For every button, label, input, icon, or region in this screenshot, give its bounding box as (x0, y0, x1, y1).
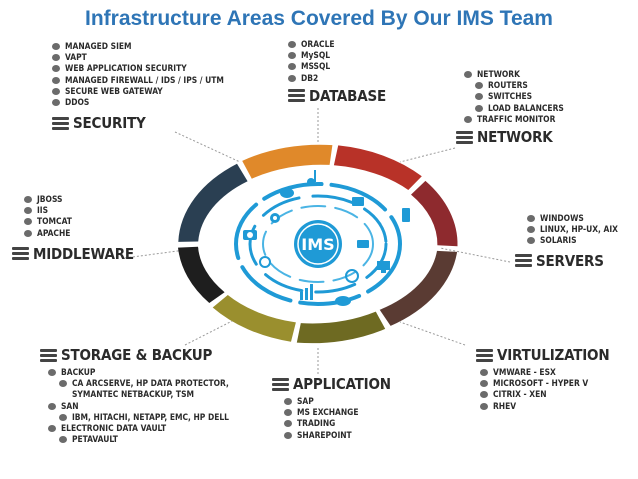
server-stack-icon (12, 247, 29, 261)
list-item: IIS (24, 205, 134, 216)
list-item: RHEV (480, 401, 609, 412)
segment-servers (411, 180, 458, 247)
mail-icon (352, 197, 364, 206)
list-item: NETWORK (464, 69, 564, 80)
segment-middleware (178, 246, 225, 303)
list-item: ELECTRONIC DATA VAULT (48, 423, 229, 434)
list-item: MANAGED SIEM (52, 41, 224, 52)
list-item: MS EXCHANGE (284, 407, 391, 418)
server-stack-icon (515, 254, 532, 268)
list-item: MICROSOFT - HYPER V (480, 378, 609, 389)
storage-block: STORAGE & BACKUP BACKUP CA ARCSERVE, HP … (40, 346, 229, 445)
server-stack-icon (272, 377, 289, 391)
list-item: SOLARIS (527, 235, 618, 246)
list-item: SWITCHES (464, 91, 564, 102)
list-item: JBOSS (24, 194, 134, 205)
list-item: BACKUP (48, 367, 229, 378)
list-item: DDoS (52, 97, 224, 108)
camera-icon (243, 230, 257, 240)
list-item: SHAREPOINT (284, 430, 391, 441)
list-item: WEB APPLICATION SECURITY (52, 63, 224, 74)
server-stack-icon (40, 348, 57, 362)
swirl-ring (234, 182, 402, 306)
list-item: CA ARCSERVE, HP DATA PROTECTOR, (48, 378, 229, 389)
list-item: IBM, HITACHI, NETAPP, EMC, HP DELL (48, 412, 229, 423)
list-item: SECURE WEB GATEWAY (52, 86, 224, 97)
chart-icon (300, 284, 313, 300)
floating-icons (243, 170, 410, 306)
servers-list: WINDOWS LINUX, HP-UX, AIX SOLARIS (527, 213, 618, 247)
music-icon (307, 170, 316, 186)
database-block: ORACLE MySQL MSSQL DB2 DATABASE (288, 39, 386, 105)
phone-icon (402, 208, 410, 222)
server-stack-icon (52, 116, 69, 130)
list-item: APACHE (24, 228, 134, 239)
monitor-icon (377, 261, 390, 273)
list-item: MySQL (288, 50, 386, 61)
gear-icon (270, 213, 280, 223)
application-heading: APPLICATION (272, 375, 391, 393)
database-list: ORACLE MySQL MSSQL DB2 (288, 39, 386, 84)
virtualization-heading: VIRTULIZATION (476, 346, 610, 364)
storage-heading: STORAGE & BACKUP (40, 346, 229, 364)
database-heading: DATABASE (288, 87, 386, 105)
video-icon (357, 240, 369, 248)
list-item: MANAGED FIREWALL / IDS / IPS / UTM (52, 75, 224, 86)
application-list: SAP MS EXCHANGE TRADING SHAREPOINT (284, 396, 391, 441)
at-sign-icon (259, 256, 271, 268)
list-item: SYMANTEC NETBACKUP, TSM (72, 389, 194, 400)
security-heading: SECURITY (52, 114, 224, 132)
connector-lines (124, 108, 511, 376)
server-stack-icon (288, 89, 305, 103)
middleware-block: JBOSS IIS TOMCAT APACHE MIDDLEWARE (12, 194, 134, 263)
network-block: NETWORK ROUTERS SWITCHES LOAD BALANCERS … (456, 69, 564, 146)
list-item: SAN (48, 401, 229, 412)
list-item: LOAD BALANCERS (464, 103, 564, 114)
segment-virtualization (379, 250, 458, 326)
segment-database (242, 144, 333, 179)
servers-block: WINDOWS LINUX, HP-UX, AIX SOLARIS SERVER… (515, 213, 618, 270)
application-block: APPLICATION SAP MS EXCHANGE TRADING SHAR… (272, 375, 391, 441)
ims-center-label: IMS (301, 235, 334, 254)
list-item: LINUX, HP-UX, AIX (527, 224, 618, 235)
network-list: NETWORK ROUTERS SWITCHES LOAD BALANCERS … (464, 69, 564, 125)
segment-application (296, 311, 386, 344)
list-item: DB2 (288, 73, 386, 84)
segment-storage (212, 295, 296, 342)
page-title: Infrastructure Areas Covered By Our IMS … (85, 7, 553, 30)
ims-center-circle (294, 220, 342, 268)
security-block: MANAGED SIEM VAPT WEB APPLICATION SECURI… (52, 41, 224, 132)
storage-list: BACKUP CA ARCSERVE, HP DATA PROTECTOR, S… (48, 367, 229, 445)
cloud-icon (335, 296, 351, 306)
list-item: SAP (284, 396, 391, 407)
outer-ring (178, 144, 458, 344)
virtualization-block: VIRTULIZATION VMWARE - ESX MICROSOFT - H… (476, 346, 610, 412)
list-item: ORACLE (288, 39, 386, 50)
list-item: CITRIX - XEN (480, 389, 609, 400)
list-item: VAPT (52, 52, 224, 63)
middleware-list: JBOSS IIS TOMCAT APACHE (24, 194, 134, 239)
list-item: MSSQL (288, 61, 386, 72)
list-item: TRADING (284, 418, 391, 429)
security-list: MANAGED SIEM VAPT WEB APPLICATION SECURI… (52, 41, 224, 108)
list-item: VMWARE - ESX (480, 367, 609, 378)
server-stack-icon (476, 348, 493, 362)
list-item: WINDOWS (527, 213, 618, 224)
servers-heading: SERVERS (515, 252, 618, 270)
list-item: ROUTERS (464, 80, 564, 91)
network-heading: NETWORK (456, 128, 564, 146)
segment-security (178, 163, 248, 242)
list-item: TOMCAT (24, 216, 134, 227)
chat-icon (280, 188, 294, 198)
middleware-heading: MIDDLEWARE (12, 245, 134, 263)
list-item: PETAVAULT (48, 434, 229, 445)
segment-network (333, 145, 422, 190)
virtualization-list: VMWARE - ESX MICROSOFT - HYPER V CITRIX … (480, 367, 609, 412)
globe-icon (345, 269, 359, 283)
list-item: TRAFFIC MONITOR (464, 114, 564, 125)
server-stack-icon (456, 130, 473, 144)
